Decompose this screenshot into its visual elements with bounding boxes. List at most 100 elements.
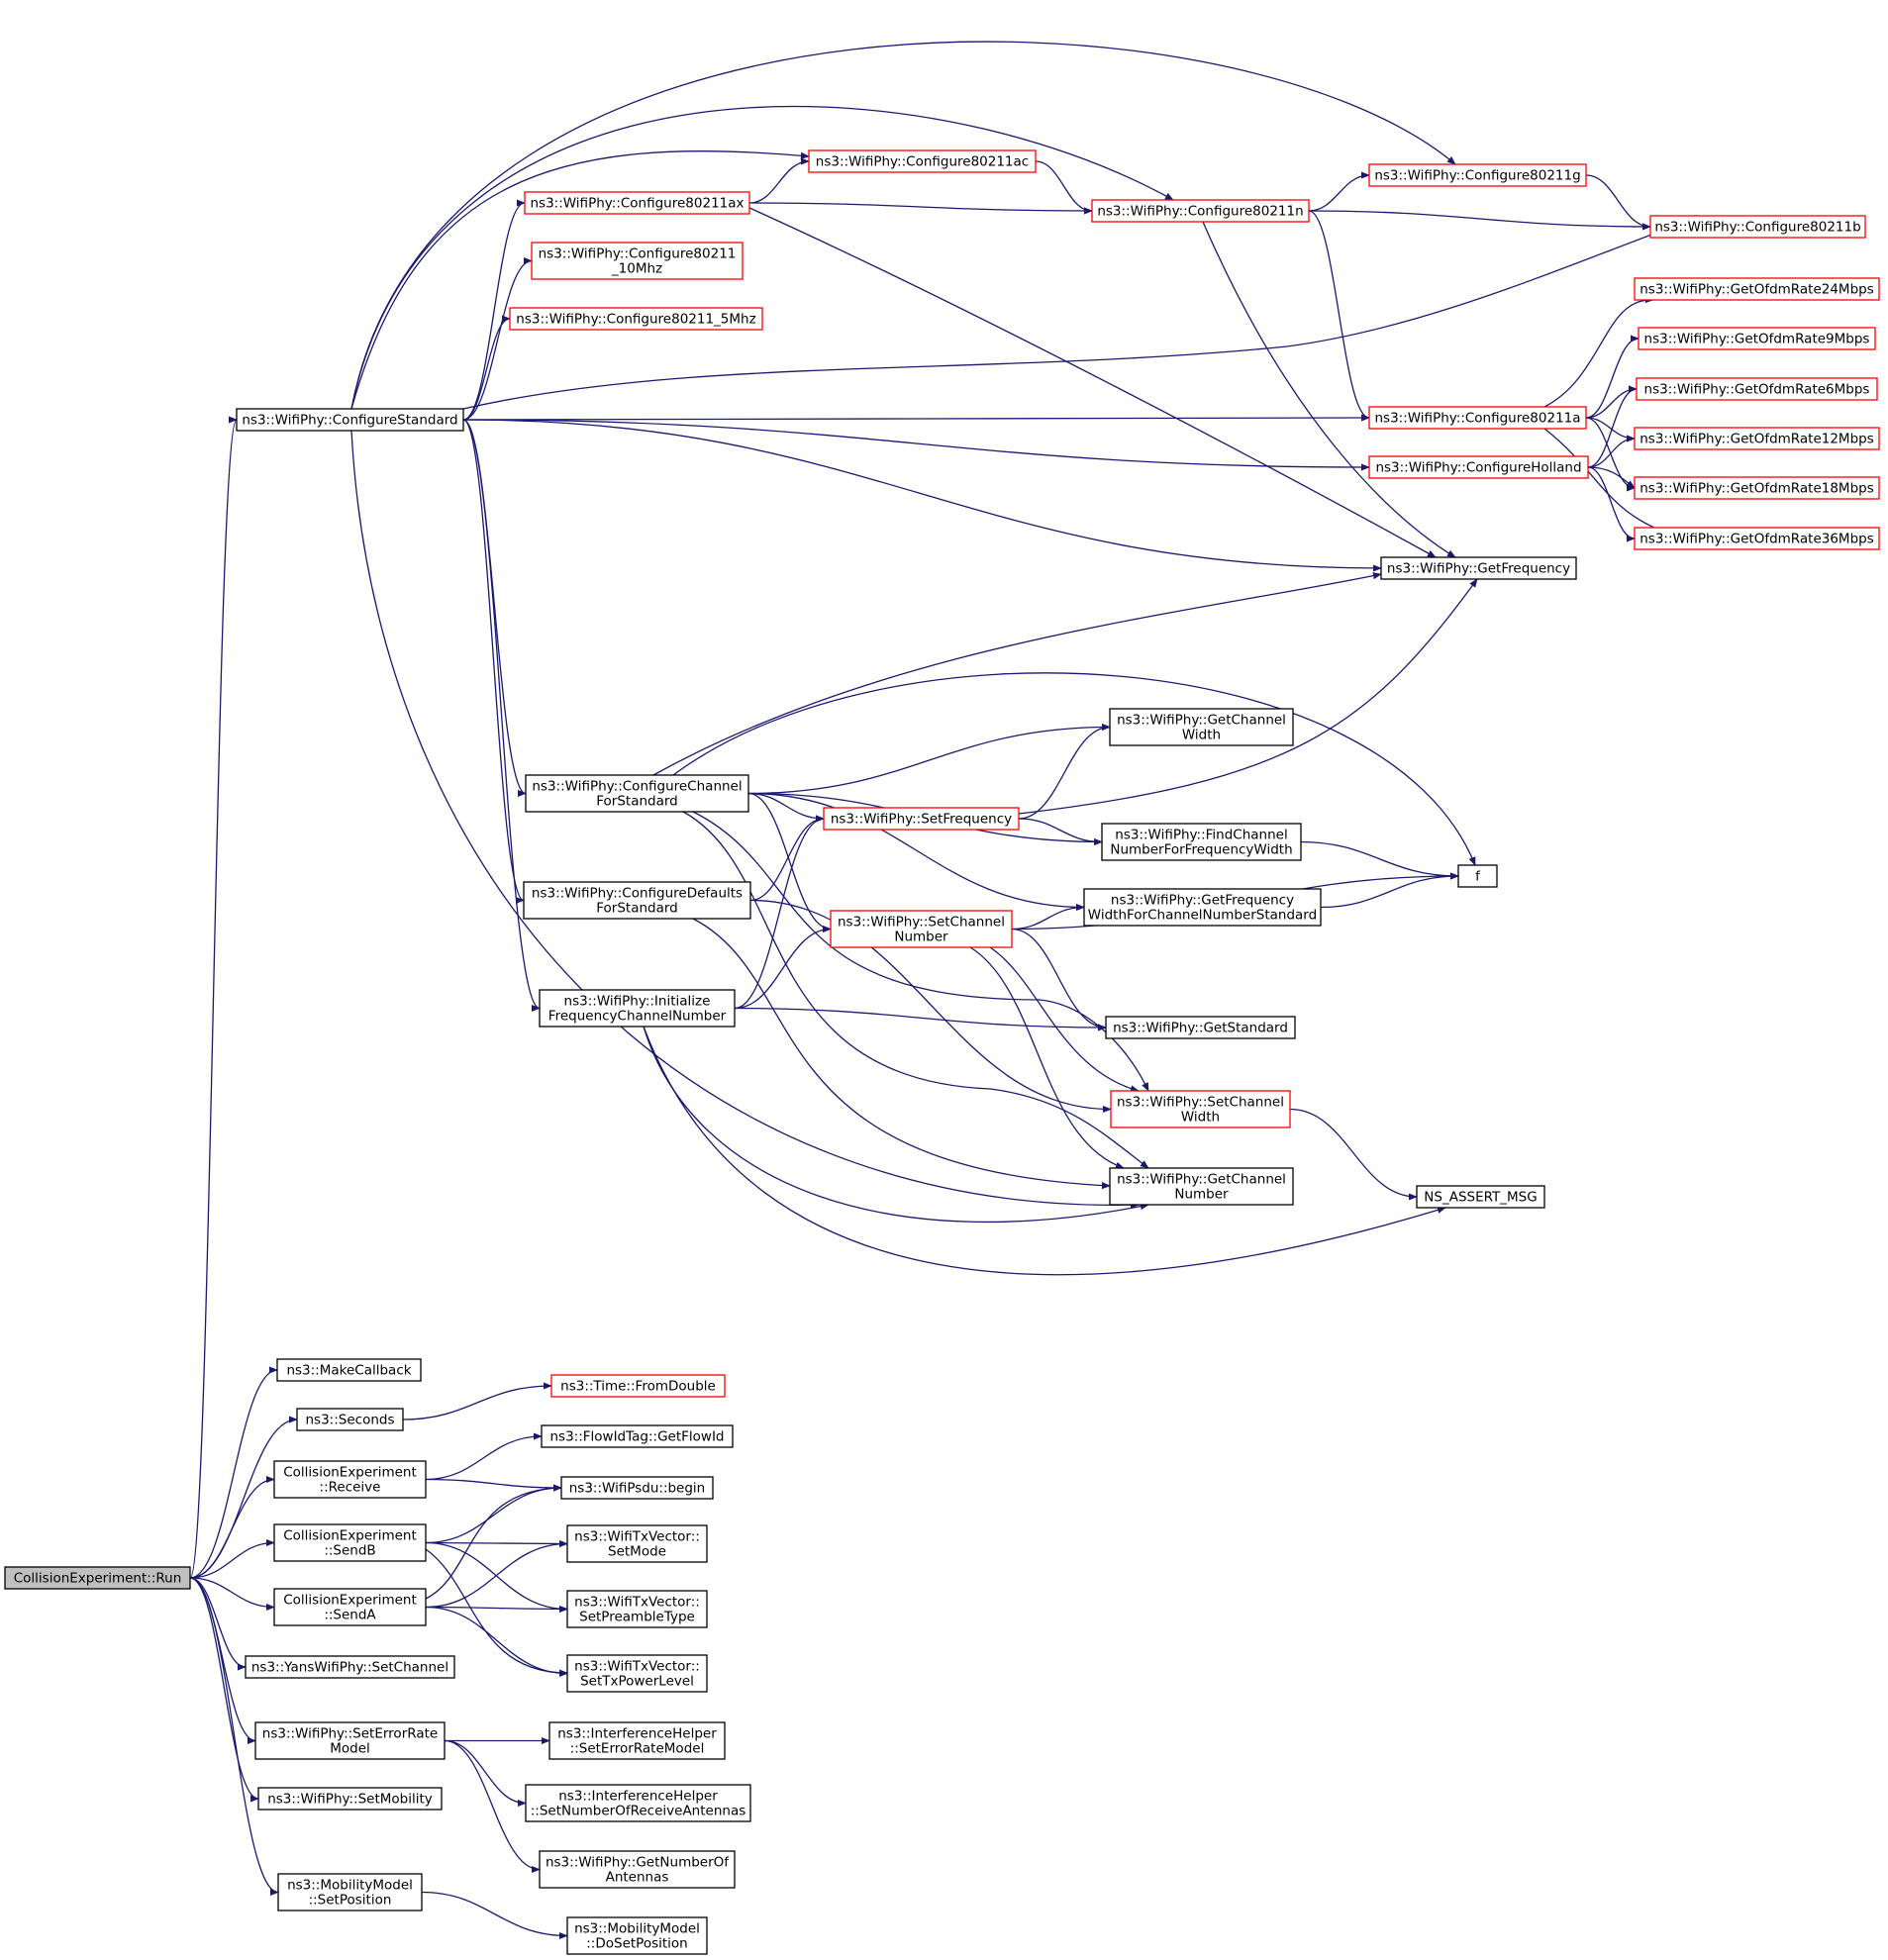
node-label: ns3::WifiPhy::Configure80211a	[1374, 411, 1580, 427]
node-label: ns3::WifiPhy::Configure80211g	[1374, 168, 1580, 184]
node-label: ns3::WifiPhy::GetStandard	[1113, 1021, 1288, 1036]
node-label: ::SendA	[324, 1608, 376, 1623]
node-getflowid[interactable]: ns3::FlowIdTag::GetFlowId	[541, 1424, 734, 1448]
node-cholland[interactable]: ns3::WifiPhy::ConfigureHolland	[1368, 455, 1589, 479]
node-c11ax[interactable]: ns3::WifiPhy::Configure80211ax	[524, 191, 750, 215]
node-box	[1649, 215, 1866, 239]
node-dosetpos[interactable]: ns3::MobilityModel::DoSetPosition	[566, 1916, 708, 1955]
node-makecb[interactable]: ns3::MakeCallback	[276, 1358, 422, 1382]
edge-path	[462, 419, 1382, 572]
node-c11n[interactable]: ns3::WifiPhy::Configure80211n	[1091, 199, 1310, 223]
node-initfreq[interactable]: ns3::WifiPhy::InitializeFrequencyChannel…	[539, 989, 736, 1028]
node-cfgstd[interactable]: ns3::WifiPhy::ConfigureStandard	[236, 408, 464, 432]
node-senda[interactable]: CollisionExperiment::SendA	[273, 1588, 427, 1626]
node-ofdm24[interactable]: ns3::WifiPhy::GetOfdmRate24Mbps	[1634, 277, 1880, 301]
node-setmob[interactable]: ns3::WifiPhy::SetMobility	[257, 1787, 443, 1811]
node-getstd[interactable]: ns3::WifiPhy::GetStandard	[1105, 1016, 1296, 1039]
node-psdubegin[interactable]: ns3::WifiPsdu::begin	[560, 1476, 714, 1500]
node-box	[1380, 556, 1577, 580]
edge-run-to-setmob	[189, 1577, 259, 1803]
edge-findch-to-f	[1300, 840, 1459, 880]
node-ihseterr[interactable]: ns3::InterferenceHelper::SetErrorRateMod…	[548, 1721, 726, 1760]
node-getfwstd[interactable]: ns3::WifiPhy::GetFrequencyWidthForChanne…	[1083, 888, 1322, 927]
node-findch[interactable]: ns3::WifiPhy::FindChannelNumberForFreque…	[1101, 823, 1302, 861]
node-label: Width	[1182, 728, 1221, 743]
edge-path	[425, 1539, 568, 1609]
edge-path	[989, 946, 1140, 1093]
node-settxp[interactable]: ns3::WifiTxVector::SetTxPowerLevel	[566, 1654, 708, 1693]
node-ofdm9[interactable]: ns3::WifiPhy::GetOfdmRate9Mbps	[1638, 327, 1876, 350]
edge-cfgstd-to-c11_5	[462, 315, 511, 421]
node-label: ns3::WifiPhy::GetOfdmRate9Mbps	[1644, 332, 1870, 347]
node-box	[1101, 823, 1302, 861]
node-seterr[interactable]: ns3::WifiPhy::SetErrorRateModel	[254, 1721, 446, 1760]
node-yanssetch[interactable]: ns3::YansWifiPhy::SetChannel	[245, 1655, 455, 1679]
node-f[interactable]: f	[1457, 864, 1498, 888]
node-c11b[interactable]: ns3::WifiPhy::Configure80211b	[1649, 215, 1866, 239]
edge-path	[425, 1606, 568, 1678]
node-box	[1368, 406, 1587, 430]
node-ofdm18[interactable]: ns3::WifiPhy::GetOfdmRate18Mbps	[1634, 476, 1880, 500]
node-ofdm12[interactable]: ns3::WifiPhy::GetOfdmRate12Mbps	[1634, 427, 1880, 450]
node-label: ns3::Time::FromDouble	[560, 1379, 716, 1395]
edge-cfgstd-to-initfreq	[462, 419, 541, 1012]
edge-path	[462, 419, 527, 797]
node-c11g[interactable]: ns3::WifiPhy::Configure80211g	[1368, 163, 1587, 187]
node-label: ns3::WifiPhy::GetOfdmRate24Mbps	[1640, 282, 1874, 298]
node-label: f	[1475, 869, 1481, 885]
node-c11ac[interactable]: ns3::WifiPhy::Configure80211ac	[808, 149, 1037, 173]
node-receive[interactable]: CollisionExperiment::Receive	[273, 1460, 427, 1499]
node-seconds[interactable]: ns3::Seconds	[296, 1408, 404, 1431]
edge-path	[1289, 1108, 1418, 1201]
node-setpre[interactable]: ns3::WifiTxVector::SetPreambleType	[566, 1590, 708, 1628]
edge-path	[692, 918, 1111, 1190]
node-ofdm6[interactable]: ns3::WifiPhy::GetOfdmRate6Mbps	[1636, 377, 1878, 401]
node-nsassert[interactable]: NS_ASSERT_MSG	[1416, 1185, 1545, 1209]
edge-cholland-to-ofdm12	[1587, 435, 1636, 468]
node-label: ns3::WifiTxVector::	[574, 1659, 700, 1675]
node-c11_10[interactable]: ns3::WifiPhy::Configure80211_10Mhz	[531, 242, 744, 280]
node-label: ns3::WifiPhy::ConfigureChannel	[532, 779, 742, 795]
node-cfgchstd[interactable]: ns3::WifiPhy::ConfigureChannelForStandar…	[525, 774, 749, 813]
node-getfreq[interactable]: ns3::WifiPhy::GetFrequency	[1380, 556, 1577, 580]
node-run[interactable]: CollisionExperiment::Run	[4, 1566, 191, 1590]
node-label: CollisionExperiment	[283, 1465, 417, 1481]
node-label: ns3::WifiPhy::FindChannel	[1115, 828, 1287, 843]
edge-cfgstd-to-cfgchstd	[462, 419, 527, 797]
edge-cfgstd-to-getfreq	[462, 419, 1382, 572]
node-box	[276, 1358, 422, 1382]
node-ofdm36[interactable]: ns3::WifiPhy::GetOfdmRate36Mbps	[1634, 527, 1880, 550]
node-fromdouble[interactable]: ns3::Time::FromDouble	[550, 1374, 726, 1398]
node-box	[1457, 864, 1498, 888]
edge-path	[189, 416, 238, 1579]
node-c11a[interactable]: ns3::WifiPhy::Configure80211a	[1368, 406, 1587, 430]
edge-c11a-to-ofdm9	[1585, 335, 1640, 419]
edge-path	[462, 256, 533, 421]
node-ihsetnum[interactable]: ns3::InterferenceHelper::SetNumberOfRece…	[525, 1784, 751, 1822]
node-label: ns3::WifiPhy::Configure80211_5Mhz	[516, 312, 755, 328]
node-setmode[interactable]: ns3::WifiTxVector::SetMode	[566, 1524, 708, 1563]
node-cfgdefstd[interactable]: ns3::WifiPhy::ConfigureDefaultsForStanda…	[523, 881, 751, 920]
node-sendb[interactable]: CollisionExperiment::SendB	[273, 1523, 427, 1562]
node-box	[273, 1460, 427, 1499]
node-setfreq[interactable]: ns3::WifiPhy::SetFrequency	[823, 807, 1020, 831]
edge-path	[734, 1007, 1107, 1031]
edge-seconds-to-fromdouble	[402, 1382, 552, 1421]
node-box	[1109, 1167, 1294, 1206]
edge-cholland-to-ofdm36	[1587, 466, 1636, 542]
node-box	[550, 1374, 726, 1398]
edge-cfgstd-to-cholland	[462, 419, 1370, 471]
edge-path	[969, 946, 1125, 1169]
node-box	[236, 408, 464, 432]
edge-cfgchstd-to-setfreq	[747, 792, 825, 823]
node-label: ::DoSetPosition	[586, 1936, 687, 1952]
node-setpos[interactable]: ns3::MobilityModel::SetPosition	[277, 1873, 423, 1911]
node-c11_5[interactable]: ns3::WifiPhy::Configure80211_5Mhz	[509, 307, 763, 331]
node-label: ns3::WifiPhy::Configure80211n	[1097, 204, 1303, 220]
